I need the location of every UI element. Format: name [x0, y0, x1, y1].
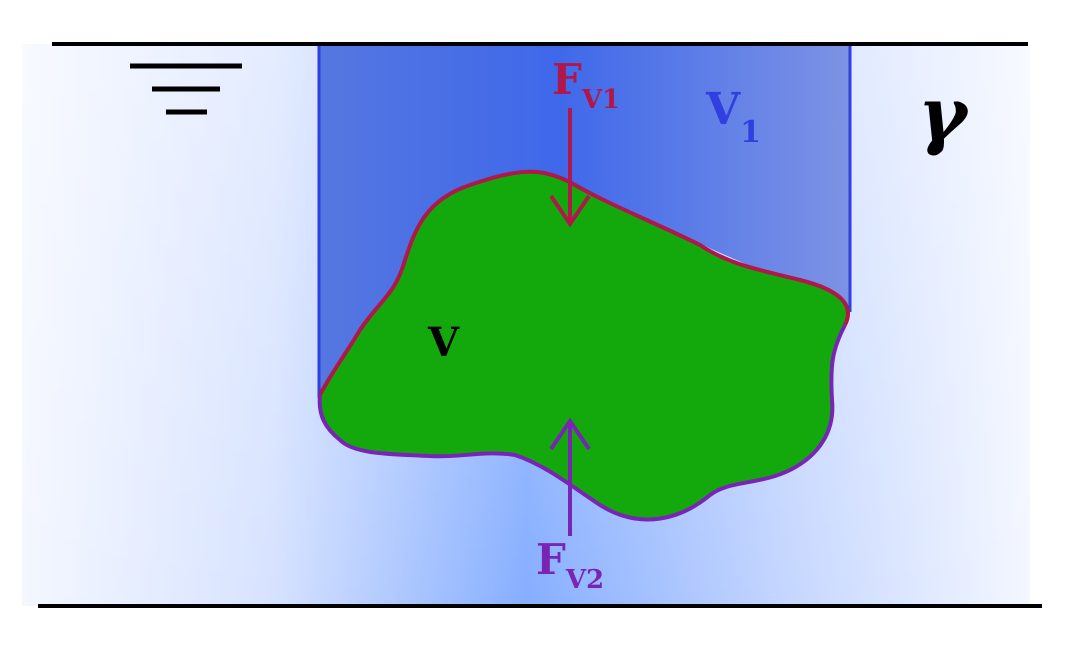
submerged-body: [317, 169, 850, 522]
body-upper-surface: [318, 169, 850, 396]
free-surface-symbol: [130, 63, 242, 115]
volume-v1-label: V1: [705, 84, 761, 150]
volume-v1-main: V: [705, 84, 741, 135]
force-v1-label: FV1: [552, 55, 620, 115]
specific-weight-label: γ: [918, 72, 970, 158]
force-v2-main: F: [536, 535, 566, 584]
volume-v1-column: [319, 44, 850, 398]
force-v1-main: F: [552, 55, 582, 104]
force-v2-arrow: [549, 417, 591, 536]
body-volume-label: V: [427, 319, 460, 366]
force-v2-label: FV2: [536, 535, 604, 595]
volume-v1-subscript: 1: [740, 115, 761, 150]
force-v2-subscript: V2: [565, 565, 604, 595]
force-v1-arrow: [549, 108, 591, 228]
body-lower-surface: [317, 324, 847, 522]
force-v1-subscript: V1: [581, 85, 620, 115]
